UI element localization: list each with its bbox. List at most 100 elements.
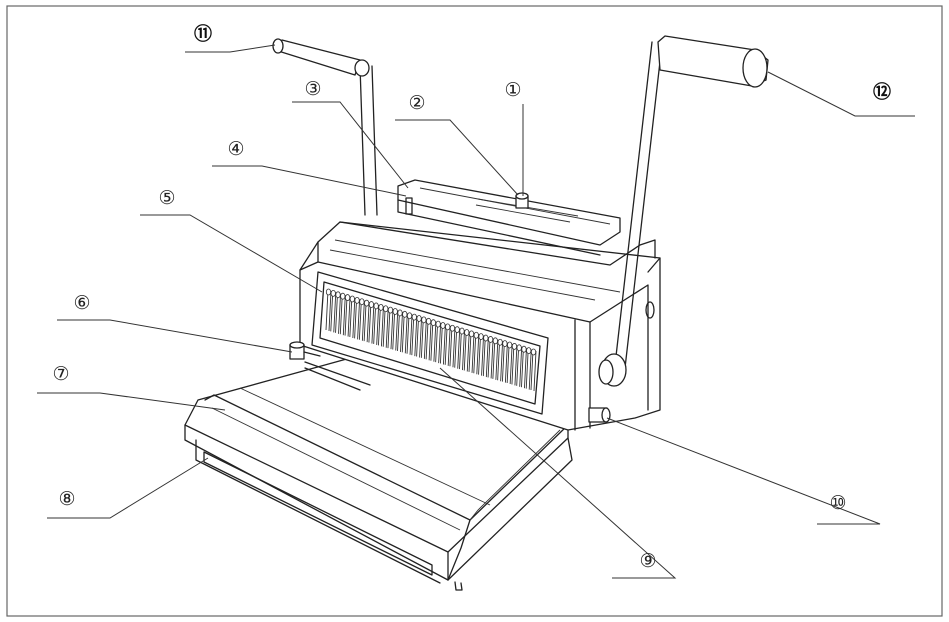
comb-tooth (368, 302, 375, 344)
callout-4: ④ (227, 138, 244, 160)
comb-tooth (330, 291, 337, 333)
callout-10: ⑩ (829, 492, 846, 514)
comb-tooth (463, 330, 470, 372)
comb-tooth (459, 329, 465, 371)
comb-tooth-tip (402, 310, 408, 318)
comb-tooth-tip (392, 308, 398, 315)
comb-tooth (325, 289, 332, 332)
comb-tooth (401, 312, 408, 354)
comb-tooth-tip (397, 309, 403, 317)
callout-1: ① (504, 79, 521, 101)
comb-tooth (397, 310, 403, 352)
comb-tooth-tip (468, 330, 475, 338)
comb-tooth (339, 294, 346, 336)
comb-tooth (349, 296, 356, 338)
callout-12: ⑫ (873, 81, 891, 103)
comb-tooth-tip (421, 316, 427, 324)
comb-tooth-tip (383, 305, 389, 313)
comb-tooth (358, 299, 365, 341)
comb-tooth-tip (416, 315, 422, 322)
comb-tooth (435, 322, 442, 364)
leader-8 (47, 457, 209, 519)
comb-tooth-tip (478, 333, 484, 341)
comb-tooth (516, 345, 523, 387)
callout-3: ③ (304, 78, 321, 100)
comb-tooth (377, 305, 384, 347)
comb-tooth-tip (459, 327, 465, 335)
margin-guide (289, 341, 371, 391)
comb-tooth-tip (516, 344, 522, 352)
comb-tooth-tip (373, 302, 379, 310)
comb-tooth (363, 301, 370, 343)
comb-tooth-tip (330, 289, 336, 297)
comb-tooth (354, 298, 361, 340)
leader-6 (57, 319, 293, 353)
comb-tooth (492, 338, 499, 380)
comb-tooth-tip (497, 338, 503, 346)
comb-tooth-tip (435, 320, 441, 328)
comb-tooth (449, 326, 456, 368)
comb-tooth-tip (378, 303, 384, 311)
leader-11 (185, 44, 276, 53)
leader-2 (395, 119, 519, 196)
callout-8: ⑧ (58, 488, 75, 510)
callout-7: ⑦ (52, 363, 69, 385)
comb-tooth-tip (473, 331, 479, 339)
comb-tooth-tip (368, 301, 375, 308)
comb-tooth-tip (521, 345, 527, 353)
comb-tooth (497, 340, 504, 382)
comb-tooth (511, 344, 518, 386)
callout-5: ⑤ (158, 187, 175, 209)
comb-tooth (501, 341, 508, 383)
binding-machine (184, 35, 769, 591)
leader-3 (292, 101, 409, 189)
side-pin (588, 407, 611, 423)
comb-tooth (425, 319, 432, 361)
callout-11: ⑪ (194, 23, 212, 45)
leader-4 (212, 165, 407, 197)
comb-tooth (487, 337, 494, 379)
comb-teeth (325, 288, 537, 392)
comb-tooth-tip (426, 317, 432, 325)
diagram-frame (6, 5, 943, 617)
comb-tooth-tip (325, 288, 332, 296)
callout-6: ⑥ (73, 292, 90, 314)
comb-tooth (406, 313, 413, 355)
comb-tooth-tip (507, 341, 513, 349)
comb-tooth (373, 303, 380, 345)
comb-tooth (420, 317, 427, 359)
comb-tooth-tip (464, 329, 470, 336)
comb-tooth-tip (411, 313, 417, 321)
comb-tooth-tip (530, 348, 537, 356)
comb-tooth-tip (354, 296, 360, 304)
comb-tooth (444, 324, 451, 366)
comb-tooth-tip (445, 323, 451, 331)
comb-tooth (530, 349, 537, 392)
comb-tooth (506, 343, 513, 385)
comb-tooth-tip (406, 312, 413, 320)
callout-2: ② (408, 92, 425, 114)
comb-tooth (382, 306, 389, 348)
comb-tooth (468, 331, 475, 373)
comb-tooth (482, 336, 489, 378)
adjust-knob (515, 192, 529, 209)
comb-tooth-tip (483, 334, 489, 342)
comb-tooth (344, 295, 351, 337)
comb-tooth-tip (387, 306, 394, 314)
comb-tooth (478, 334, 485, 376)
leader-12 (767, 71, 915, 117)
leader-9 (439, 367, 677, 579)
comb-tooth (521, 347, 527, 389)
comb-tooth-tip (349, 295, 355, 303)
comb-tooth (335, 292, 341, 334)
comb-tooth (387, 308, 394, 350)
comb-tooth-tip (449, 324, 456, 332)
comb-tooth-tip (526, 347, 532, 355)
leader-7 (37, 392, 226, 411)
comb-tooth-tip (492, 337, 498, 345)
comb-tooth (416, 316, 423, 358)
comb-tooth-tip (335, 291, 341, 299)
comb-tooth (411, 315, 418, 357)
